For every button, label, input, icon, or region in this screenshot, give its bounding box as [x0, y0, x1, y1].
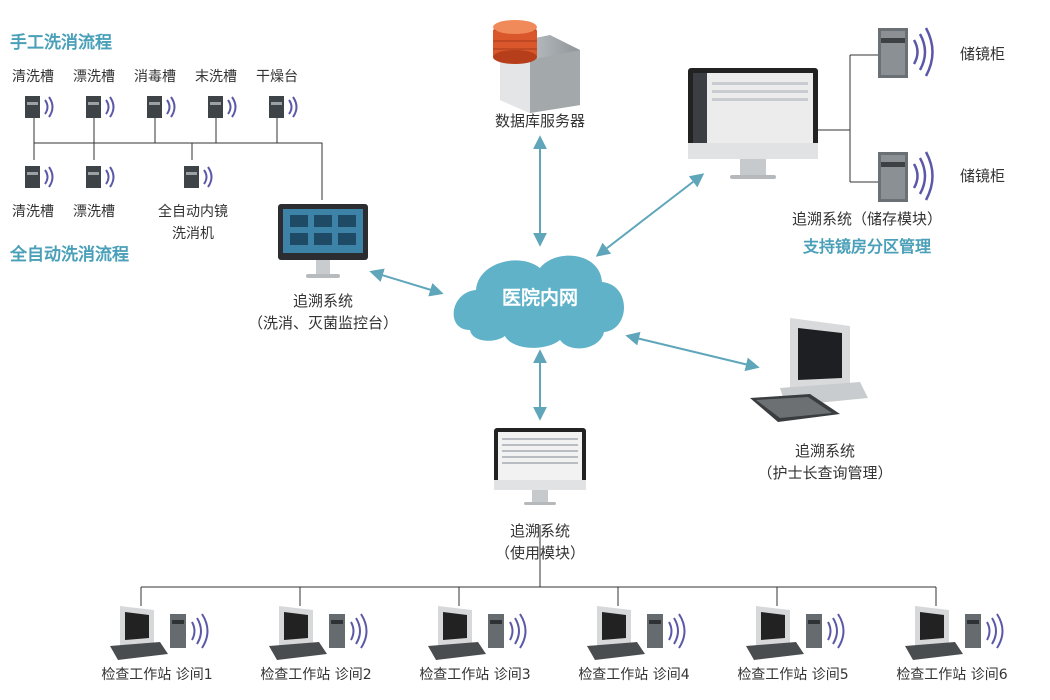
- washing-monitor-icon: [278, 204, 368, 278]
- nurse-system-label-2: （护士长查询管理）: [757, 464, 893, 482]
- rfid-reader-icon: [25, 166, 54, 188]
- rfid-reader-icon: [208, 96, 237, 118]
- rfid-reader-icon: [147, 96, 176, 118]
- network-arrows: [369, 135, 760, 421]
- manual-connectors: [33, 118, 323, 200]
- storage-computer-icon: [688, 68, 818, 179]
- database-server-label: 数据库服务器: [494, 112, 585, 130]
- auto-washer-label-2: 洗消机: [172, 226, 214, 242]
- rfid-reader-icon: [269, 96, 298, 118]
- manual-station-label: 清洗槽: [12, 69, 54, 85]
- workstation-label: 检查工作站 诊间3: [419, 667, 531, 683]
- database-server-icon: [493, 20, 580, 113]
- nurse-computer-icon: [750, 318, 868, 422]
- storage-cabinet-label: 储镜柜: [960, 167, 1006, 185]
- rfid-reader-icon: [25, 96, 54, 118]
- storage-cabinet-icon: [878, 151, 934, 202]
- manual-station-label: 末洗槽: [195, 69, 237, 85]
- workstation-pc-icon: [110, 606, 209, 660]
- workstation-pc-icon: [587, 606, 686, 660]
- workstation-label: 检查工作站 诊间1: [101, 667, 213, 683]
- workstation-pc-icon: [746, 606, 845, 660]
- storage-cabinet-icon: [878, 27, 934, 78]
- auto-washer-label-1: 全自动内镜: [158, 204, 228, 220]
- workstation-pc-icon: [269, 606, 368, 660]
- arrow-nurse-cloud: [625, 331, 760, 372]
- rfid-reader-icon: [86, 166, 115, 188]
- intranet-cloud-label: 医院内网: [501, 287, 578, 309]
- workstation-pcs: [110, 606, 1004, 660]
- manual-station-label: 消毒槽: [134, 69, 176, 85]
- washing-monitor-label-1: 追溯系统: [292, 292, 353, 310]
- storage-feature-label: 支持镜房分区管理: [802, 237, 931, 256]
- workstation-label: 检查工作站 诊间6: [896, 667, 1008, 683]
- manual-station-label: 干燥台: [256, 69, 298, 85]
- workstation-label: 检查工作站 诊间4: [578, 667, 690, 683]
- washing-monitor-label-2: （洗消、灭菌监控台）: [247, 314, 398, 332]
- usage-system-label-2: （使用模块）: [494, 544, 585, 562]
- auto-process-title: 全自动洗消流程: [10, 245, 129, 265]
- auto-station-label: 清洗槽: [12, 204, 54, 220]
- manual-station-label: 漂洗槽: [73, 69, 115, 85]
- arrow-storage-cloud: [595, 173, 705, 257]
- auto-station-label: 漂洗槽: [73, 204, 115, 220]
- storage-connectors: [818, 54, 882, 183]
- storage-cabinet-label: 储镜柜: [960, 45, 1006, 63]
- rfid-reader-icon: [184, 166, 213, 188]
- workstation-pc-icon: [428, 606, 527, 660]
- workstation-pc-icon: [905, 606, 1004, 660]
- intranet-cloud-icon: [453, 255, 624, 349]
- usage-system-label-1: 追溯系统: [509, 522, 570, 540]
- arrow-monitor-cloud: [369, 268, 444, 297]
- usage-computer-icon: [494, 428, 586, 505]
- workstation-label: 检查工作站 诊间2: [260, 667, 372, 683]
- rfid-readers: [25, 96, 298, 188]
- nurse-system-label-1: 追溯系统: [794, 442, 855, 460]
- manual-process-title: 手工洗消流程: [10, 33, 112, 53]
- workstation-label: 检查工作站 诊间5: [737, 667, 849, 683]
- rfid-reader-icon: [86, 96, 115, 118]
- storage-system-label: 追溯系统（储存模块）: [791, 210, 942, 228]
- workstation-bus: [140, 525, 937, 606]
